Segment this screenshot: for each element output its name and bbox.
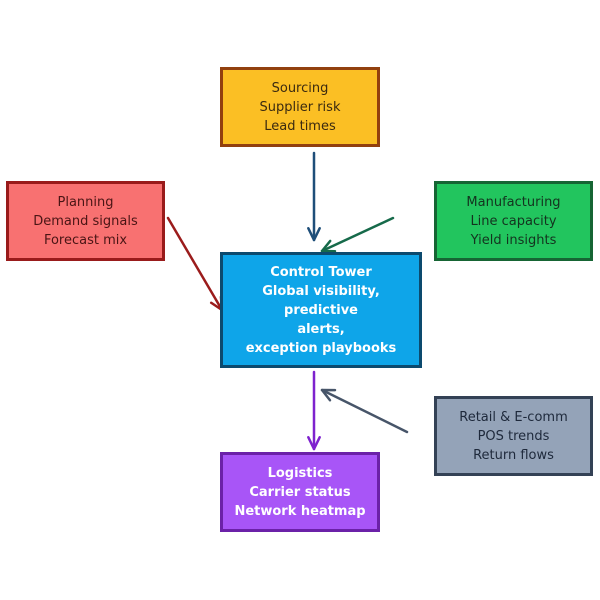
node-line: Supplier risk (259, 99, 341, 115)
node-retail[interactable]: Retail & E-comm POS trends Return flows (434, 396, 593, 476)
edge-planning-to-control (166, 216, 224, 312)
node-line: Network heatmap (234, 503, 366, 519)
node-line: Carrier status (249, 484, 351, 500)
node-planning[interactable]: Planning Demand signals Forecast mix (6, 181, 165, 261)
node-line: Global visibility, predictive (262, 283, 380, 318)
node-line: Yield insights (470, 232, 557, 248)
node-line: POS trends (477, 428, 550, 444)
node-line: Demand signals (33, 213, 138, 229)
node-title: Logistics (267, 465, 333, 481)
arrowhead-icon (320, 239, 337, 253)
node-title: Manufacturing (466, 194, 561, 210)
edge-manufacturing-to-control (320, 216, 395, 253)
node-line: Lead times (264, 118, 336, 134)
node-line: alerts, (297, 321, 345, 337)
node-sourcing[interactable]: Sourcing Supplier risk Lead times (220, 67, 380, 147)
node-title: Retail & E-comm (459, 409, 568, 425)
node-line: Line capacity (470, 213, 557, 229)
node-line: Return flows (473, 447, 554, 463)
node-title: Planning (57, 194, 114, 210)
arrowhead-icon (307, 227, 321, 242)
arrowhead-icon (320, 388, 337, 402)
node-control-tower[interactable]: Control Tower Global visibility, predict… (220, 252, 422, 368)
arrowhead-icon (307, 436, 321, 451)
edge-retail-to-control (320, 388, 409, 434)
node-manufacturing[interactable]: Manufacturing Line capacity Yield insigh… (434, 181, 593, 261)
node-line: Forecast mix (43, 232, 128, 248)
node-logistics[interactable]: Logistics Carrier status Network heatmap (220, 452, 380, 532)
node-title: Control Tower (270, 264, 372, 280)
node-title: Sourcing (271, 80, 329, 96)
node-line: exception playbooks (245, 340, 397, 356)
